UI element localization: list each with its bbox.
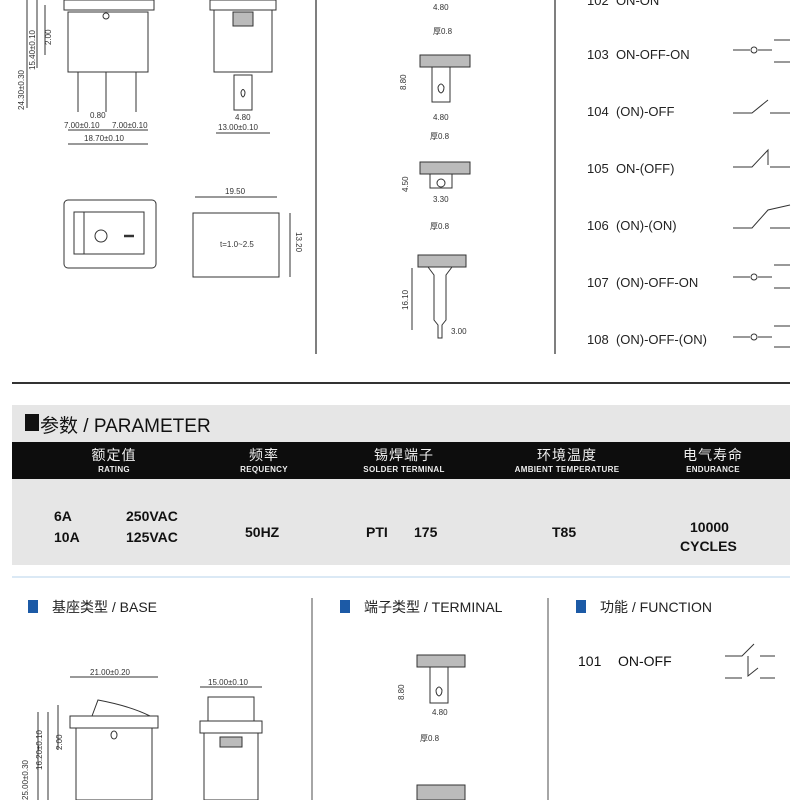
function-label: ON-ON (615, 0, 660, 8)
section-title-text: 基座类型 / BASE (52, 599, 158, 615)
header-cn: 频率 (249, 447, 279, 463)
dim-side-terminal: 4.80 (235, 113, 251, 122)
rating-voltage-1: 250VAC (126, 508, 178, 524)
function-label: (ON)-OFF (615, 104, 675, 119)
header-en: RATING (98, 465, 130, 474)
terminal-4-height: 16.10 (401, 289, 410, 310)
header-frequency: 频率 REQUENCY (240, 445, 288, 474)
top-drawings: 24.30±0.30 15.40±0.10 2.00 0.80 7.00±0.1… (12, 0, 791, 384)
rating-voltage-2: 125VAC (126, 529, 178, 545)
header-en: REQUENCY (240, 465, 288, 474)
dim-cutout-h: 13.20 (294, 232, 303, 253)
function-label: ON-(OFF) (615, 161, 675, 176)
section-marker-icon (576, 600, 586, 613)
terminal-thickness: 厚0.8 (420, 734, 440, 743)
function-item: 105 ON-(OFF) (587, 161, 674, 176)
parameter-panel (12, 405, 790, 565)
terminal-2-thickness: 厚0.8 (430, 132, 450, 141)
function-code: 107 (587, 275, 609, 290)
function-code: 106 (587, 218, 609, 233)
section-base-title: 基座类型 / BASE (28, 597, 157, 617)
header-en: SOLDER TERMINAL (363, 465, 445, 474)
terminal-1-thickness: 厚0.8 (433, 27, 453, 36)
header-endurance: 电气寿命 ENDURANCE (683, 445, 743, 474)
function-item: 104 (ON)-OFF (587, 104, 674, 119)
function-code: 104 (587, 104, 609, 119)
section-marker-icon (28, 600, 38, 613)
header-solder-terminal: 锡焊端子 SOLDER TERMINAL (363, 445, 444, 474)
terminal-2-width: 4.80 (433, 113, 449, 122)
section-marker-icon (340, 600, 350, 613)
section-title-text: 功能 / FUNCTION (600, 599, 712, 615)
solder-terminal-label: PTI (366, 524, 388, 540)
header-cn: 电气寿命 (683, 447, 743, 463)
dim-pin: 0.80 (90, 111, 106, 120)
header-cn: 环境温度 (536, 447, 597, 463)
dim-cutout-w: 19.50 (225, 187, 246, 196)
endurance-count: 10000 (690, 519, 729, 535)
dim-h-top: 2.00 (44, 29, 53, 45)
function-item: 108 (ON)-OFF-(ON) (587, 332, 707, 347)
function-item: 102 ON-ON (587, 0, 659, 8)
rating-current-1: 6A (54, 508, 72, 524)
endurance-unit: CYCLES (680, 538, 737, 554)
function-101-label: ON-OFF (618, 653, 672, 669)
dim-h-body: 15.40±0.10 (28, 29, 37, 70)
base-dim-h-total: 25.00±0.30 (21, 759, 30, 800)
parameter-header: 额定值 RATING 频率 REQUENCY 锡焊端子 SOLDER TERMINAL… (12, 442, 790, 479)
section-marker-icon (25, 414, 39, 431)
function-label: (ON)-OFF-(ON) (615, 332, 707, 347)
header-cn: 锡焊端子 (373, 447, 434, 463)
terminal-2-height: 8.80 (399, 74, 408, 90)
dim-side-width: 13.00±0.10 (218, 123, 259, 132)
function-label: (ON)-(ON) (615, 218, 677, 233)
base-dim-h-body: 16.20±0.10 (35, 729, 44, 770)
ambient-temperature-value: T85 (552, 524, 577, 540)
front-body (67, 11, 149, 73)
rating-current-2: 10A (54, 529, 80, 545)
header-en: AMBIENT TEMPERATURE (514, 465, 620, 474)
header-cn: 额定值 (91, 447, 137, 463)
function-item: 103 ON-OFF-ON (587, 47, 690, 62)
dim-panel-thickness: t=1.0~2.5 (220, 240, 254, 249)
terminal-3-thickness: 厚0.8 (430, 222, 450, 231)
function-label: (ON)-OFF-ON (615, 275, 699, 290)
parameter-title: 参数 / PARAMETER (40, 416, 211, 437)
front-flange (63, 0, 155, 11)
terminal-dim-height: 8.80 (397, 684, 406, 700)
dim-h-total: 24.30±0.30 (17, 69, 26, 110)
function-code: 108 (587, 332, 609, 347)
dim-width: 18.70±0.10 (84, 134, 125, 143)
dim-pitch-right: 7.00±0.10 (112, 121, 148, 130)
base-dim-width: 21.00±0.20 (90, 668, 131, 677)
header-ambient-temperature: 环境温度 AMBIENT TEMPERATURE (515, 445, 620, 474)
function-item: 106 (ON)-(ON) (587, 218, 677, 233)
divider (12, 576, 790, 578)
dim-pitch-left: 7.00±0.10 (64, 121, 100, 130)
function-code: 102 (587, 0, 609, 8)
terminal-4-width: 3.00 (451, 327, 467, 336)
terminal-3-width: 3.30 (433, 195, 449, 204)
header-en: ENDURANCE (686, 465, 740, 474)
section-title-text: 端子类型 / TERMINAL (364, 599, 503, 615)
base-dim-side-width: 15.00±0.10 (208, 678, 249, 687)
header-rating: 额定值 RATING (92, 445, 137, 474)
function-101-code: 101 (578, 653, 602, 669)
section-terminal-title: 端子类型 / TERMINAL (340, 597, 502, 617)
terminal-3-height: 4.50 (401, 176, 410, 192)
function-item: 107 (ON)-OFF-ON (587, 275, 698, 290)
solder-terminal-value: 175 (414, 524, 438, 540)
base-dim-h-top: 2.00 (55, 734, 64, 750)
function-code: 103 (587, 47, 609, 62)
terminal-1-width: 4.80 (433, 3, 449, 12)
terminal-dim-width: 4.80 (432, 708, 448, 717)
function-label: ON-OFF-ON (615, 47, 690, 62)
section-function-title: 功能 / FUNCTION (576, 597, 712, 617)
frequency-value: 50HZ (245, 524, 280, 540)
function-code: 105 (587, 161, 609, 176)
